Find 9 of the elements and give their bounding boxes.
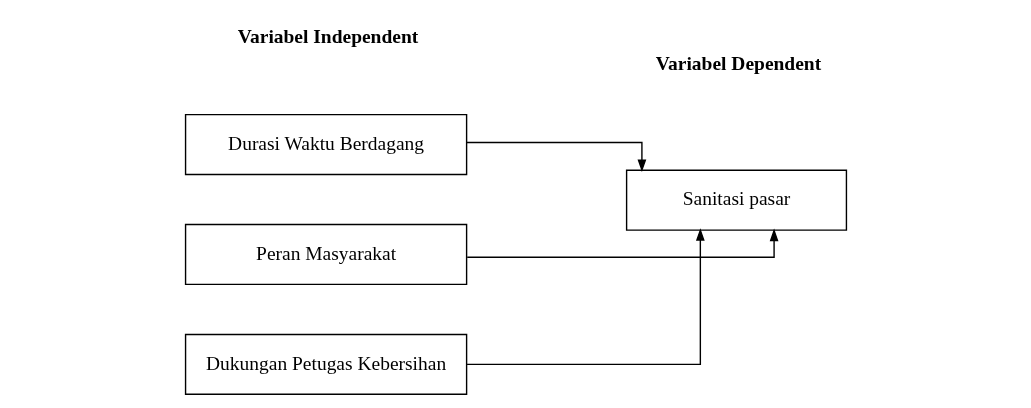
node-box: Peran Masyarakat — [184, 223, 467, 286]
label: Variabel Independent — [237, 25, 418, 47]
node-box: Dukungan Petugas Kebersihan — [184, 333, 467, 395]
arrow — [466, 228, 778, 258]
node-box: Durasi Waktu Berdagang — [184, 113, 467, 176]
label: Variabel Dependent — [655, 53, 821, 75]
node-box: Sanitasi pasar — [625, 169, 847, 231]
arrow — [465, 141, 646, 173]
arrow — [465, 228, 705, 366]
